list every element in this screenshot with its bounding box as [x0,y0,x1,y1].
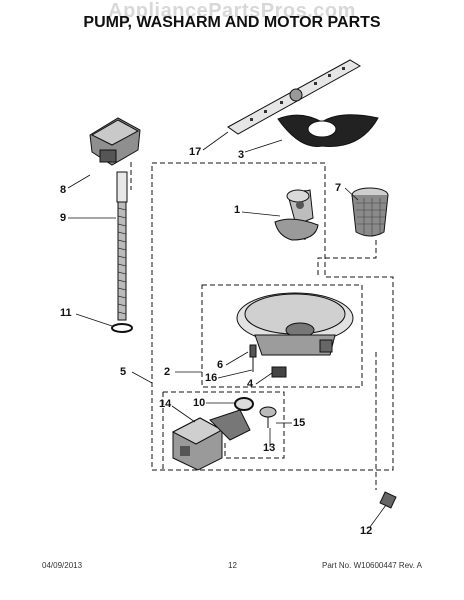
footer-date: 04/09/2013 [42,561,83,570]
callout-13: 13 [263,442,276,454]
drain-hose [116,171,128,321]
impeller [259,406,277,428]
watermark: AppliancePartsPros.com [108,0,356,22]
callout-11: 11 [60,307,72,319]
callout-10: 10 [193,397,206,409]
assembly-outline-pump [162,391,285,470]
filter-assembly [351,187,389,237]
assembly-outline-main [151,162,394,471]
callout-14: 14 [159,398,172,410]
sump-assembly [236,292,354,356]
diverter-motor [89,117,141,166]
sensor-part [249,344,257,372]
callout-16: 16 [205,372,218,384]
callout-9: 9 [60,212,67,224]
leader-lines [67,131,387,528]
callout-4: 4 [247,378,254,390]
callout-1: 1 [234,204,241,216]
assembly-outline-sump [201,284,363,388]
footer-page-number: 12 [228,561,237,570]
pump-housing [274,189,319,241]
spray-shield [277,114,379,147]
callout-6: 6 [217,359,224,371]
callout-7: 7 [335,182,342,194]
callout-12: 12 [360,525,373,537]
footer-part-number: Part No. W10600447 Rev. A [322,561,422,570]
hose-clamp [111,323,133,333]
clip-part [271,366,287,378]
callout-17: 17 [189,146,202,158]
pump-motor [171,409,251,471]
drain-connector [379,491,397,509]
upper-spray-arm [227,59,361,135]
callout-15: 15 [293,417,306,429]
callout-3: 3 [238,149,245,161]
callout-5: 5 [120,366,127,378]
pump-seal [234,397,254,411]
callout-8: 8 [60,184,67,196]
callout-2: 2 [164,366,171,378]
page-title: PUMP, WASHARM AND MOTOR PARTS [83,14,381,31]
